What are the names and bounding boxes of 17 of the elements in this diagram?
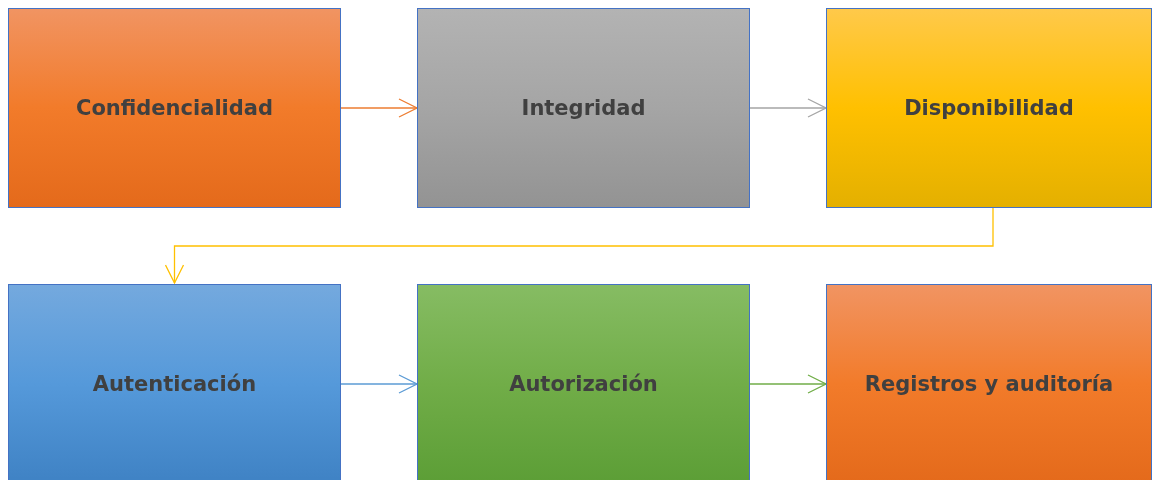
arrow [164,207,994,284]
box-label: Disponibilidad [903,96,1075,120]
box-label: Registros y auditoría [863,372,1115,396]
process-box [8,8,341,208]
process-box [826,8,1152,208]
box-label: Integridad [520,96,647,120]
box-label: Autenticación [91,372,258,396]
arrow [749,374,827,394]
arrow [340,98,418,118]
box-label: Confidencialidad [75,96,274,120]
process-box [826,284,1152,480]
process-box [417,284,750,480]
process-box [8,284,341,480]
process-box [417,8,750,208]
arrow [340,374,418,394]
arrow [749,98,827,118]
box-label: Autorización [508,372,659,396]
